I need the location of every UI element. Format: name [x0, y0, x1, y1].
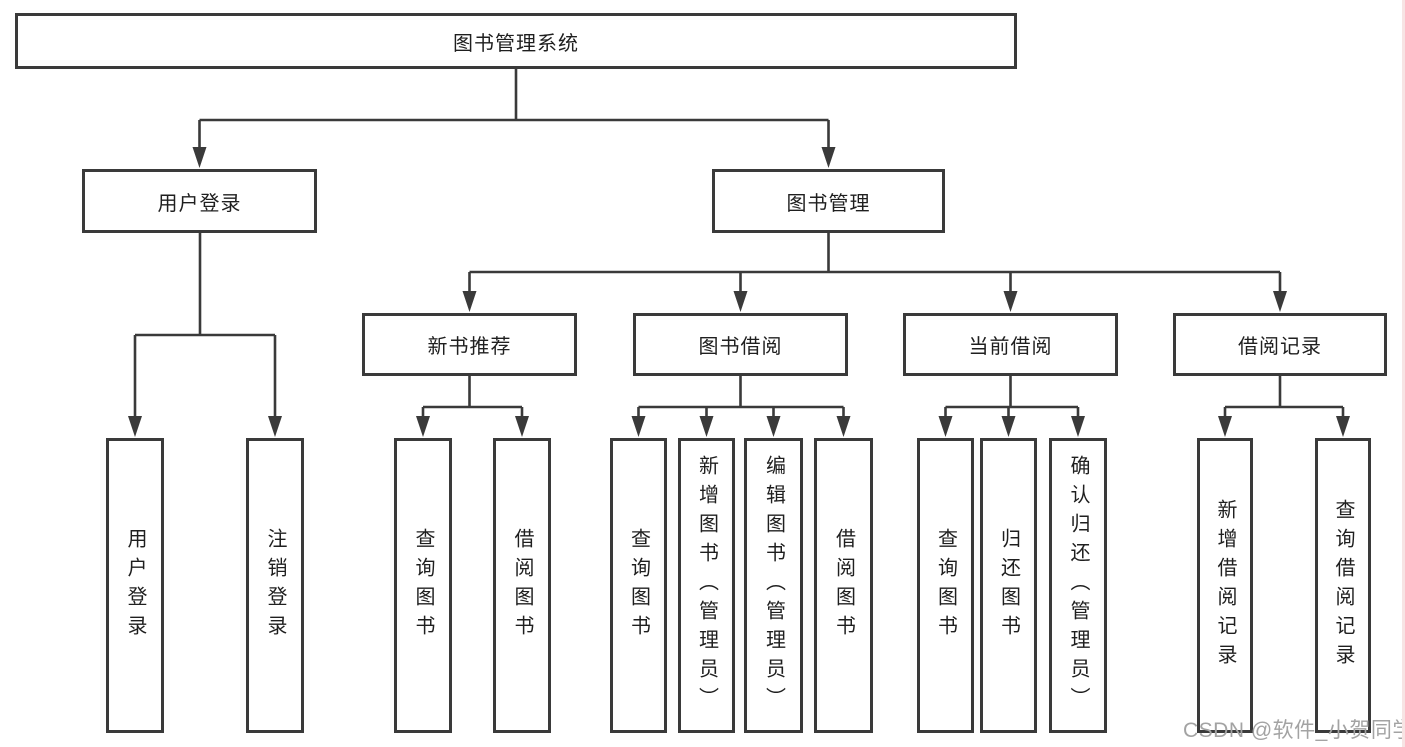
- node-user-login: 用户登录: [82, 169, 317, 233]
- leaf-borrow-books-recommend-label: 借阅图书: [511, 527, 533, 644]
- leaf-query-books-current: 查询图书: [917, 438, 974, 733]
- leaf-return-books-label: 归还图书: [997, 527, 1020, 644]
- leaf-borrow-books-borrowing-label: 借阅图书: [832, 527, 855, 644]
- leaf-user-login: 用户登录: [106, 438, 164, 733]
- leaf-add-borrow-record-label: 新增借阅记录: [1214, 498, 1236, 673]
- node-book-borrowing: 图书借阅: [633, 313, 848, 376]
- leaf-add-borrow-record: 新增借阅记录: [1197, 438, 1253, 733]
- node-new-book-recommend: 新书推荐: [362, 313, 577, 376]
- leaf-user-login-label: 用户登录: [124, 527, 146, 644]
- leaf-query-books-recommend: 查询图书: [394, 438, 452, 733]
- leaf-query-borrow-record: 查询借阅记录: [1315, 438, 1371, 733]
- leaf-edit-book-admin: 编辑图书（管理员）: [744, 438, 803, 733]
- leaf-confirm-return-admin-label: 确认归还（管理员）: [1067, 455, 1089, 716]
- leaf-logout: 注销登录: [246, 438, 304, 733]
- leaf-query-borrow-record-label: 查询借阅记录: [1332, 498, 1354, 673]
- leaf-query-books-current-label: 查询图书: [934, 527, 957, 644]
- leaf-logout-label: 注销登录: [264, 527, 286, 644]
- node-borrowing-records: 借阅记录: [1173, 313, 1387, 376]
- right-edge-tint: [1402, 0, 1405, 747]
- leaf-confirm-return-admin: 确认归还（管理员）: [1049, 438, 1107, 733]
- leaf-borrow-books-borrowing: 借阅图书: [814, 438, 873, 733]
- leaf-add-book-admin: 新增图书（管理员）: [678, 438, 735, 733]
- leaf-query-books-recommend-label: 查询图书: [412, 527, 434, 644]
- leaf-borrow-books-recommend: 借阅图书: [493, 438, 551, 733]
- watermark: CSDN @软件_小贺同学: [1183, 719, 1405, 742]
- node-current-borrowing: 当前借阅: [903, 313, 1118, 376]
- node-library-system: 图书管理系统: [15, 13, 1017, 69]
- leaf-edit-book-admin-label: 编辑图书（管理员）: [762, 455, 785, 716]
- leaf-add-book-admin-label: 新增图书（管理员）: [695, 455, 718, 716]
- leaf-query-books-borrowing-label: 查询图书: [627, 527, 650, 644]
- node-book-management: 图书管理: [712, 169, 945, 233]
- leaf-query-books-borrowing: 查询图书: [610, 438, 667, 733]
- leaf-return-books: 归还图书: [980, 438, 1037, 733]
